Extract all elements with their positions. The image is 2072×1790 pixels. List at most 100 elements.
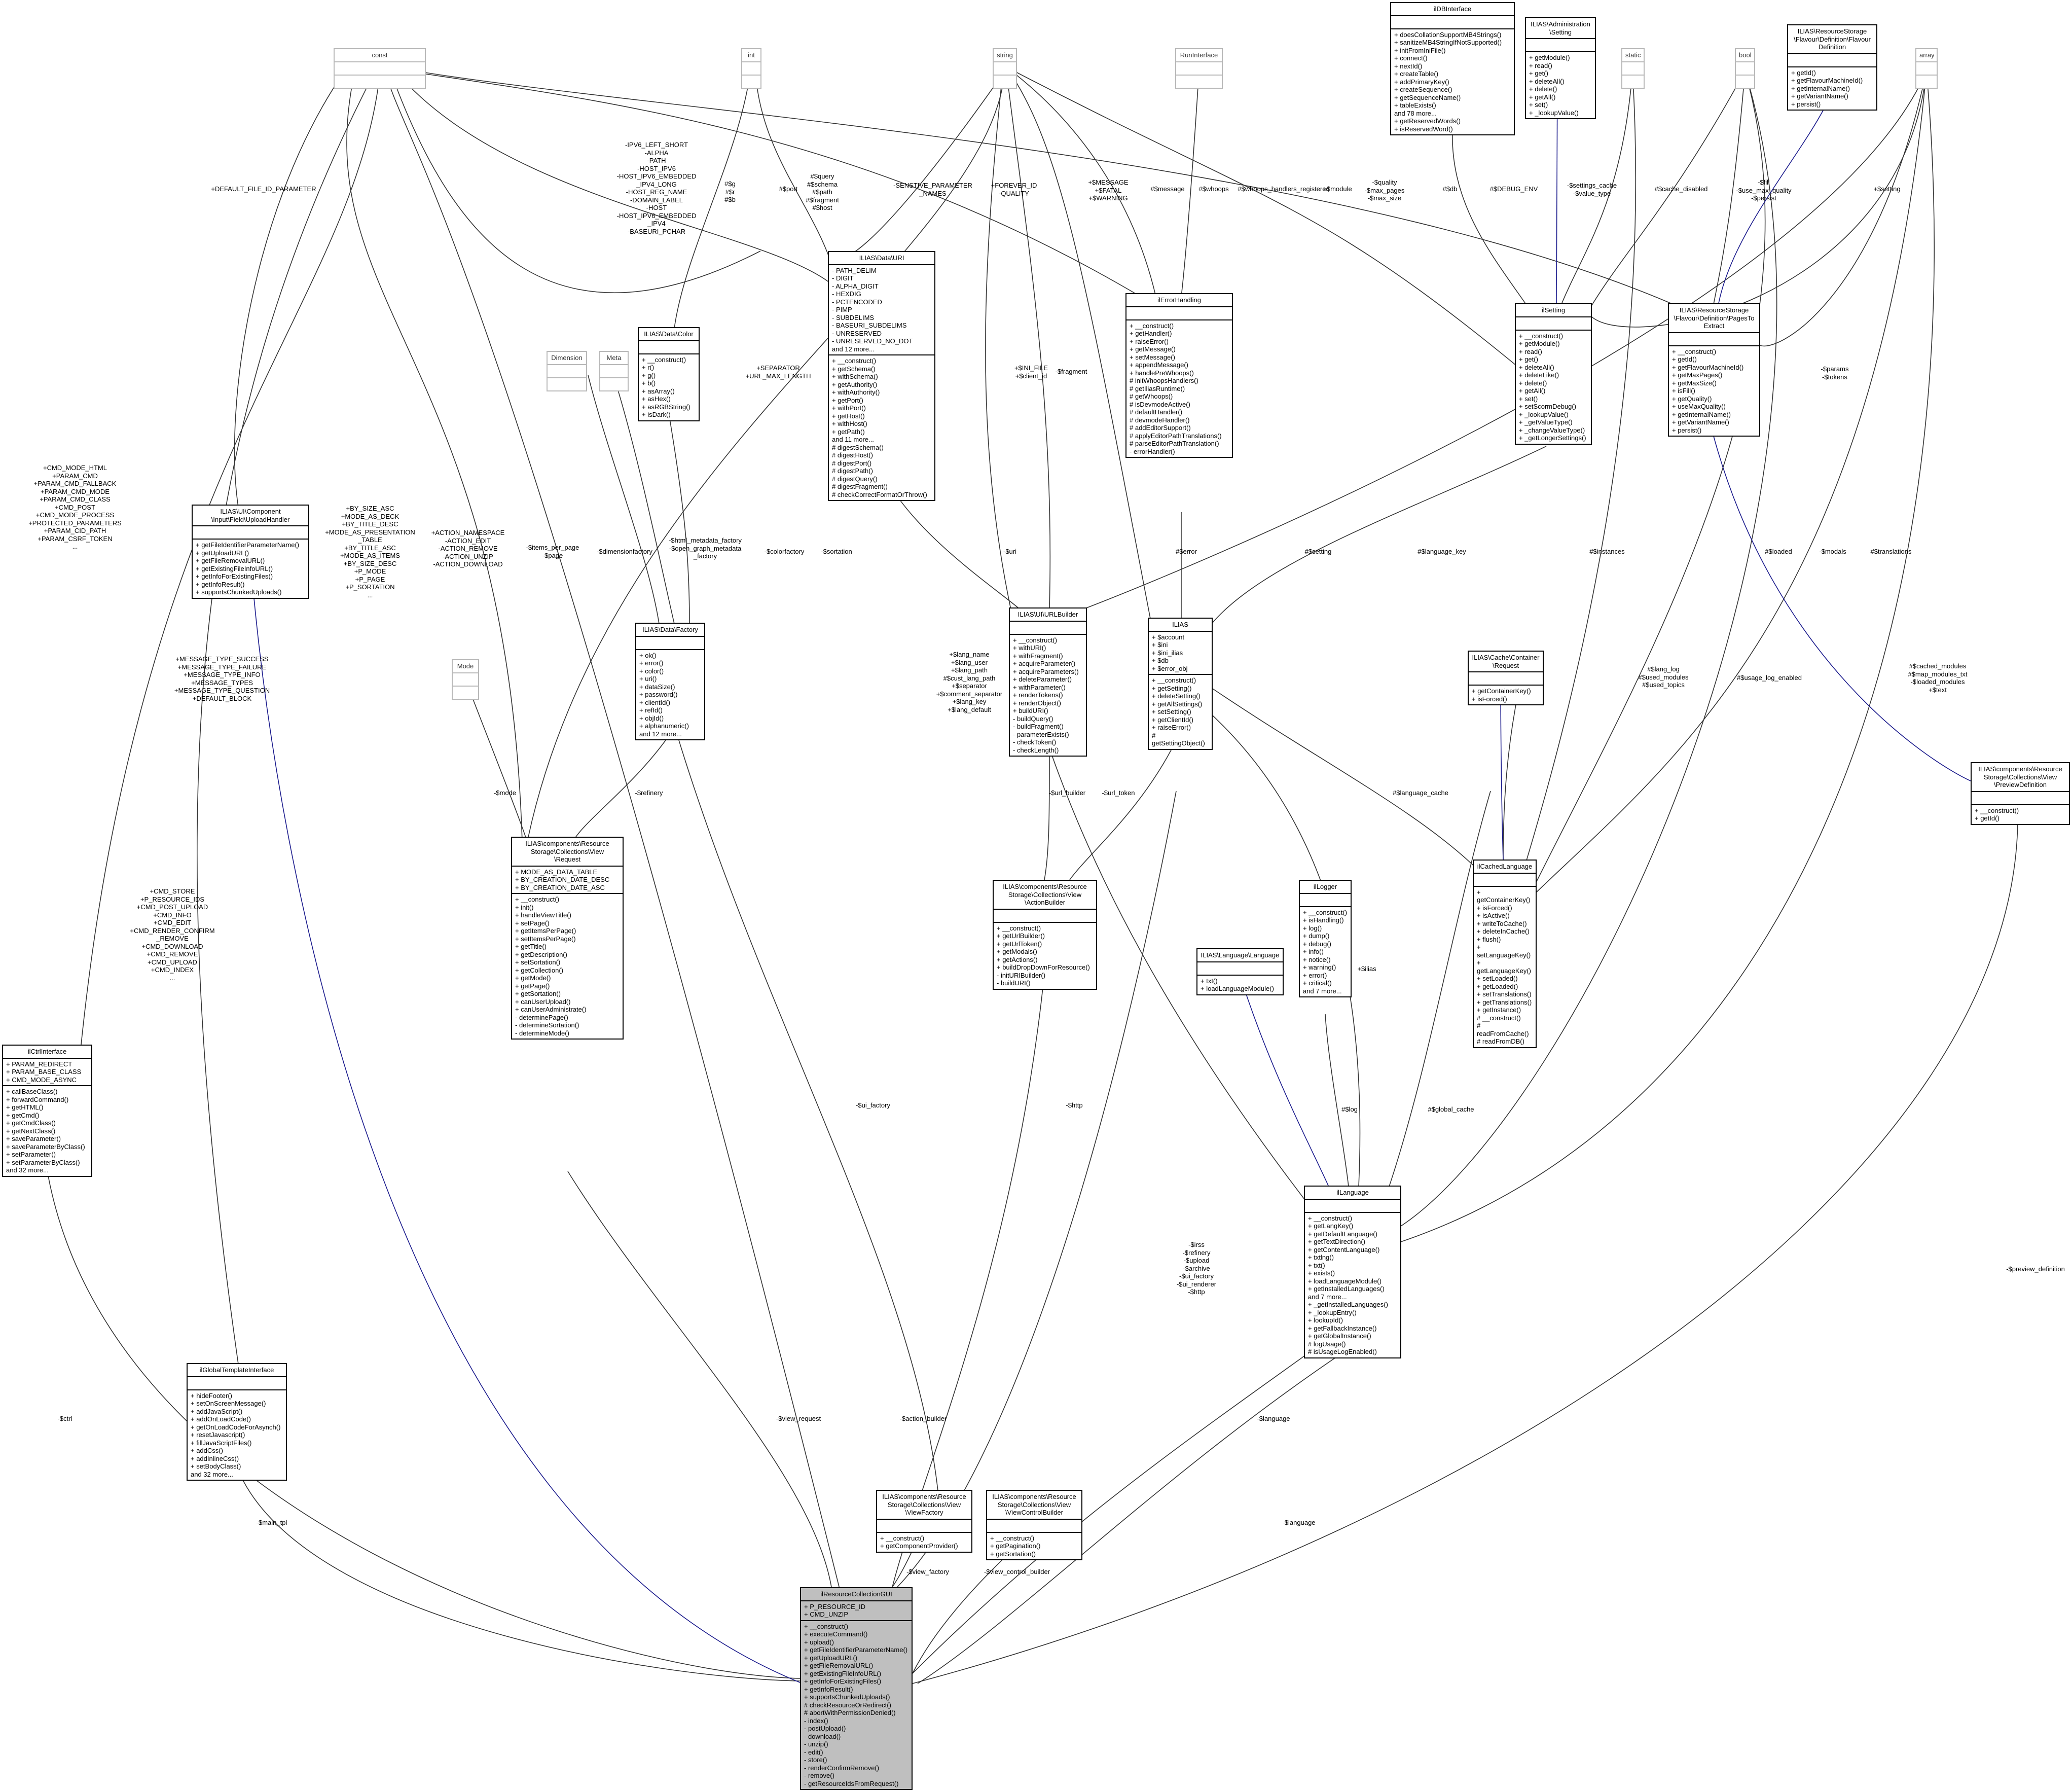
class-dimension: Dimension xyxy=(547,351,587,391)
association-edge xyxy=(395,70,832,284)
edge-label: #$setting xyxy=(1304,548,1332,555)
edge-label: -$irss -$refinery -$upload -$archive -$u… xyxy=(1176,1241,1217,1296)
association-edge xyxy=(669,415,690,624)
class-methods: + callBaseClass() + forwardCommand() + g… xyxy=(3,1085,91,1176)
class-title: ILIAS\components\Resource Storage\Collec… xyxy=(882,1493,966,1516)
class-title: array xyxy=(1919,51,1935,59)
class-action-builder: ILIAS\components\Resource Storage\Collec… xyxy=(993,880,1097,990)
class-data-uri: ILIAS\Data\URI - PATH_DELIM - DIGIT - AL… xyxy=(828,251,935,501)
association-edge xyxy=(1181,70,1199,297)
class-cachedlanguage: ilCachedLanguage + getContainerKey() + i… xyxy=(1473,860,1537,1048)
association-edge xyxy=(674,725,938,1491)
edge-label: +SEPARATOR +URL_MAX_LENGTH xyxy=(745,364,811,380)
association-edge xyxy=(1561,70,1633,305)
class-methods: + __construct() + getSchema() + withSche… xyxy=(829,354,934,500)
class-illogger: ilLogger + __construct() + isHandling() … xyxy=(1299,880,1352,997)
class-title: ILIAS\ResourceStorage \Flavour\Definitio… xyxy=(1794,27,1871,51)
edge-label: #$cache_disabled xyxy=(1654,185,1708,193)
class-title: ilResourceCollectionGUI xyxy=(820,1590,892,1598)
edge-label: +ACTION_NAMESPACE -ACTION_EDIT -ACTION_R… xyxy=(431,529,505,568)
edge-label: #$global_cache xyxy=(1428,1105,1474,1113)
class-title: ilLanguage xyxy=(1336,1189,1369,1196)
association-edge xyxy=(238,1470,801,1681)
class-methods: + __construct() + getSetting() + deleteS… xyxy=(1149,674,1212,749)
edge-label: +BY_SIZE_ASC +MODE_AS_DECK +BY_TITLE_DES… xyxy=(325,505,415,599)
association-edge xyxy=(755,70,832,264)
association-edge xyxy=(567,1171,832,1588)
edge-label: -$ui_factory xyxy=(856,1101,890,1109)
association-edge xyxy=(1589,70,1746,310)
class-mode: Mode xyxy=(452,659,479,700)
edge-label: #$whoops_handlers_registered xyxy=(1238,185,1330,193)
association-edge xyxy=(1713,70,1746,305)
class-string: string xyxy=(993,48,1017,89)
class-methods: + __construct() + withURI() + withFragme… xyxy=(1010,633,1086,756)
edge-label: -$language xyxy=(1257,1415,1290,1422)
class-title: ILIAS xyxy=(1172,621,1188,628)
association-edge xyxy=(1503,704,1516,860)
class-ctrlinterface: ilCtrlInterface + PARAM_REDIRECT + PARAM… xyxy=(2,1045,92,1177)
class-methods: + txt() + loadLanguageModule() xyxy=(1197,974,1283,994)
class-global-template: ilGlobalTemplateInterface + hideFooter()… xyxy=(187,1363,287,1481)
class-title: ILIAS\Data\Factory xyxy=(642,626,698,633)
edge-label: -$params -$tokens xyxy=(1821,365,1849,381)
class-methods: + getContainerKey() + isForced() + isAct… xyxy=(1474,885,1536,1047)
association-edge xyxy=(346,70,523,842)
class-methods: + __construct() + getId() xyxy=(1972,804,2069,824)
class-upload-handler: ILIAS\UI\Component \Input\Field\UploadHa… xyxy=(192,505,309,599)
class-methods: + __construct() + executeCommand() + upl… xyxy=(801,1620,912,1789)
association-edge xyxy=(1452,129,1526,305)
edge-label: #$query #$schema #$path #$fragment #$hos… xyxy=(806,172,839,211)
association-edge xyxy=(613,375,675,624)
class-title: ILIAS\UI\URLBuilder xyxy=(1017,611,1078,618)
edge-label: +$ilias xyxy=(1357,965,1376,973)
edge-label: -$uri xyxy=(1003,548,1017,555)
class-title: ilCachedLanguage xyxy=(1477,863,1533,870)
class-view-request: ILIAS\components\Resource Storage\Collec… xyxy=(511,837,624,1040)
inheritance-edge xyxy=(1718,96,1831,304)
association-edge xyxy=(1389,791,1491,1187)
class-title: ilLogger xyxy=(1313,883,1337,890)
association-edge xyxy=(196,70,376,1365)
class-array: array xyxy=(1915,48,1938,89)
edge-label: -$colorfactory xyxy=(764,548,805,555)
association-edge xyxy=(1013,70,1516,366)
class-title: ilSetting xyxy=(1541,306,1566,314)
class-int: int xyxy=(741,48,761,89)
edge-label: -$view_control_builder xyxy=(984,1568,1050,1576)
edge-label: -$dimensionfactory xyxy=(597,548,652,555)
association-edge xyxy=(45,1161,801,1679)
edge-label: #$usage_log_enabled xyxy=(1737,674,1802,682)
class-ilias: ILIAS + $account + $ini + $ini_ilias + $… xyxy=(1148,618,1213,750)
edge-label: -$view_factory xyxy=(906,1568,949,1576)
edge-label: +$setting xyxy=(1873,185,1901,193)
edge-label: #$g #$r #$b xyxy=(724,180,736,203)
association-edge xyxy=(1044,754,1050,880)
class-title: ILIAS\Administration \Setting xyxy=(1531,20,1590,36)
edge-label: #$message xyxy=(1150,185,1185,193)
edge-label: #$language_cache xyxy=(1393,789,1448,797)
edge-label: -$quality -$max_pages -$max_size xyxy=(1364,178,1405,202)
association-edge xyxy=(1759,70,1927,347)
edge-label: -$ctrl xyxy=(57,1415,72,1422)
class-title: bool xyxy=(1739,51,1752,59)
class-static: static xyxy=(1621,48,1645,89)
class-title: Meta xyxy=(606,354,622,362)
association-edge xyxy=(385,70,862,1679)
edge-label: +$lang_name +$lang_user +$lang_path #$cu… xyxy=(936,651,1003,713)
edge-label: -$http xyxy=(1066,1101,1083,1109)
class-view-factory: ILIAS\components\Resource Storage\Collec… xyxy=(876,1490,972,1553)
edge-label: #$db xyxy=(1442,185,1458,193)
edge-label: #$log xyxy=(1341,1105,1358,1113)
edge-label: -SENSTIVE_PARAMETER _NAMES xyxy=(893,182,972,197)
edge-label: +$MESSAGE +$FATAL +$WARNING xyxy=(1088,178,1129,202)
association-edge xyxy=(1011,70,1156,297)
class-methods: + getId() + getFlavourMachineId() + getI… xyxy=(1788,66,1876,110)
edge-label: #$port xyxy=(779,185,798,193)
class-title: ILIAS\Data\Color xyxy=(644,330,694,338)
class-title: Dimension xyxy=(551,354,583,362)
edge-label: -$language xyxy=(1282,1519,1316,1526)
edge-label: -$main_tpl xyxy=(256,1519,287,1526)
class-const: const xyxy=(334,48,426,89)
